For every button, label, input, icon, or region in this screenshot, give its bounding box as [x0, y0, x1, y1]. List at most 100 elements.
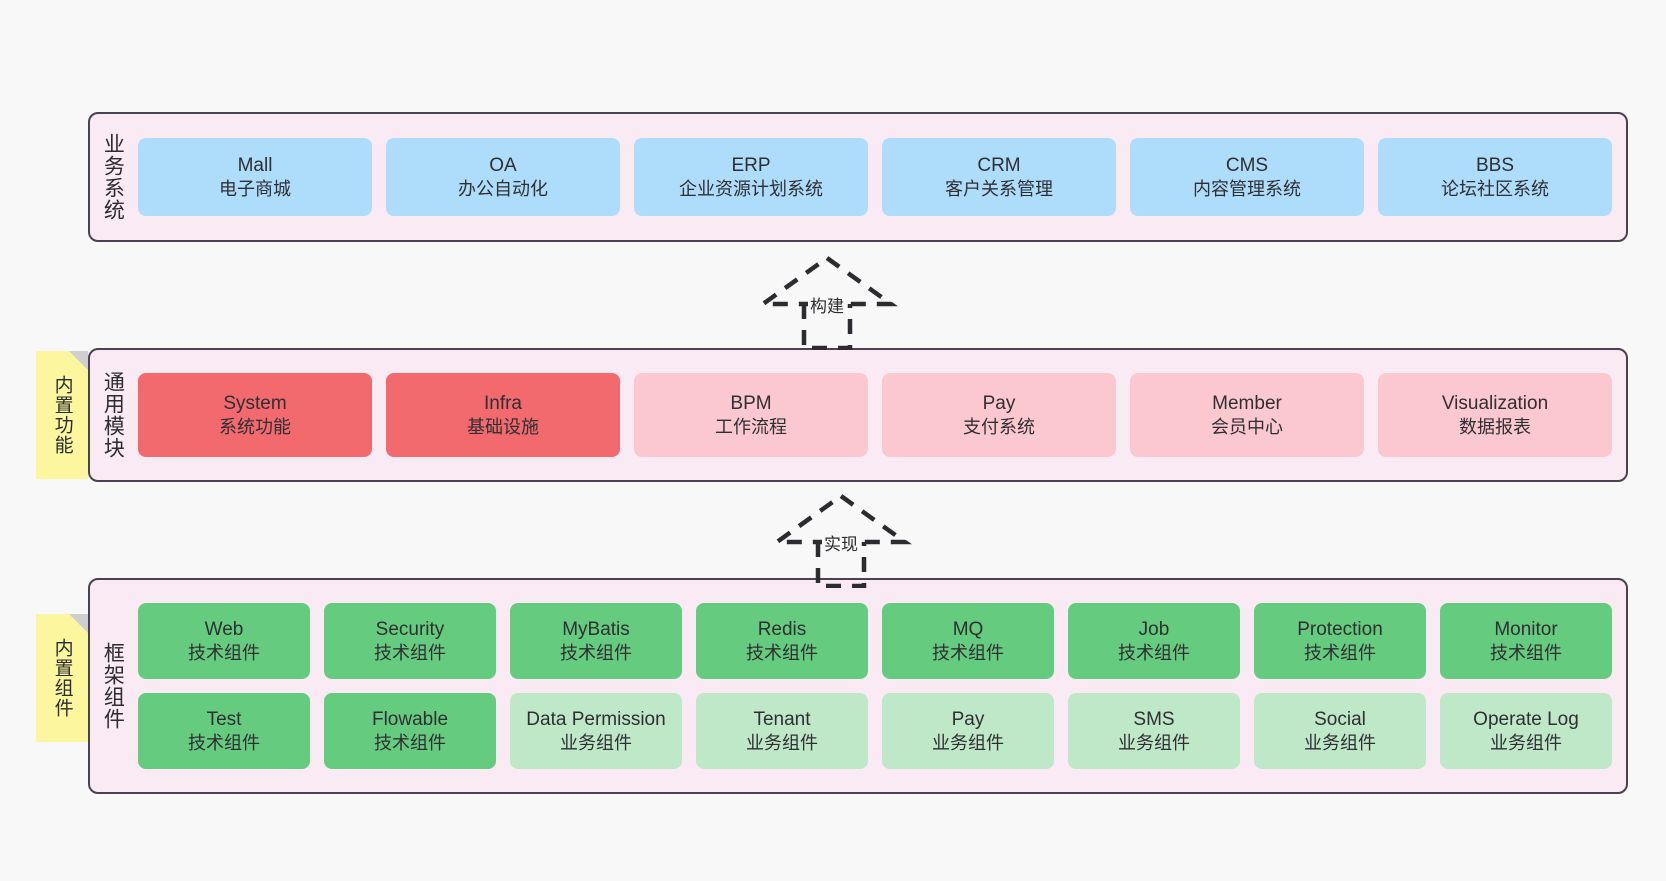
node-tenant[interactable]: Tenant 业务组件 — [696, 693, 868, 769]
node-crm[interactable]: CRM 客户关系管理 — [882, 138, 1116, 216]
node-title: Visualization — [1441, 393, 1549, 415]
node-title: BPM — [730, 393, 772, 415]
node-title: CMS — [1225, 155, 1269, 177]
node-subtitle: 业务组件 — [1118, 732, 1190, 753]
node-cms[interactable]: CMS 内容管理系统 — [1130, 138, 1364, 216]
connector-implement: 实现 — [766, 490, 916, 588]
layer-label-common-modules: 通用模块 — [101, 371, 125, 459]
node-web[interactable]: Web 技术组件 — [138, 603, 310, 679]
node-system[interactable]: System 系统功能 — [138, 373, 372, 457]
node-test[interactable]: Test 技术组件 — [138, 693, 310, 769]
node-social[interactable]: Social 业务组件 — [1254, 693, 1426, 769]
node-title: CRM — [977, 155, 1021, 177]
node-title: Pay — [951, 709, 985, 731]
layer-label-framework-components: 框架组件 — [101, 642, 125, 730]
node-subtitle: 业务组件 — [1304, 732, 1376, 753]
node-title: Mall — [237, 155, 273, 177]
node-title: Member — [1212, 393, 1282, 415]
node-title: System — [223, 393, 287, 415]
node-infra[interactable]: Infra 基础设施 — [386, 373, 620, 457]
node-subtitle: 业务组件 — [746, 732, 818, 753]
node-subtitle: 内容管理系统 — [1193, 178, 1301, 199]
node-title: BBS — [1475, 155, 1515, 177]
node-subtitle: 技术组件 — [746, 642, 818, 663]
layer-common-modules: 通用模块 System 系统功能 Infra 基础设施 BPM 工作流程 Pay — [88, 348, 1628, 482]
node-mall[interactable]: Mall 电子商城 — [138, 138, 372, 216]
node-sms[interactable]: SMS 业务组件 — [1068, 693, 1240, 769]
node-subtitle: 支付系统 — [963, 416, 1035, 437]
connector-build-label: 构建 — [808, 292, 846, 317]
node-mq[interactable]: MQ 技术组件 — [882, 603, 1054, 679]
node-flowable[interactable]: Flowable 技术组件 — [324, 693, 496, 769]
connector-build: 构建 — [752, 252, 902, 350]
node-redis[interactable]: Redis 技术组件 — [696, 603, 868, 679]
node-title: ERP — [731, 155, 771, 177]
node-title: Infra — [483, 393, 523, 415]
framework-business-row: Test 技术组件 Flowable 技术组件 Data Permission … — [138, 693, 1612, 769]
node-subtitle: 业务组件 — [1490, 732, 1562, 753]
node-pay-component[interactable]: Pay 业务组件 — [882, 693, 1054, 769]
node-subtitle: 技术组件 — [374, 642, 446, 663]
node-title: Social — [1314, 709, 1366, 731]
node-subtitle: 基础设施 — [467, 416, 539, 437]
node-subtitle: 技术组件 — [188, 732, 260, 753]
node-subtitle: 会员中心 — [1211, 416, 1283, 437]
node-data-permission[interactable]: Data Permission 业务组件 — [510, 693, 682, 769]
connector-implement-label: 实现 — [822, 530, 860, 555]
node-subtitle: 电子商城 — [219, 178, 291, 199]
node-oa[interactable]: OA 办公自动化 — [386, 138, 620, 216]
node-title: Data Permission — [526, 709, 666, 731]
node-subtitle: 数据报表 — [1459, 416, 1531, 437]
node-visualization[interactable]: Visualization 数据报表 — [1378, 373, 1612, 457]
node-pay-module[interactable]: Pay 支付系统 — [882, 373, 1116, 457]
node-member[interactable]: Member 会员中心 — [1130, 373, 1364, 457]
framework-tech-row: Web 技术组件 Security 技术组件 MyBatis 技术组件 Redi… — [138, 603, 1612, 679]
node-subtitle: 技术组件 — [374, 732, 446, 753]
node-title: Tenant — [753, 709, 811, 731]
node-title: Redis — [757, 619, 807, 641]
node-mybatis[interactable]: MyBatis 技术组件 — [510, 603, 682, 679]
node-subtitle: 客户关系管理 — [945, 178, 1053, 199]
node-title: Security — [375, 619, 445, 641]
node-subtitle: 业务组件 — [932, 732, 1004, 753]
node-title: MQ — [952, 619, 984, 641]
node-job[interactable]: Job 技术组件 — [1068, 603, 1240, 679]
node-title: Flowable — [371, 709, 449, 731]
note-label: 内置功能 — [51, 375, 73, 455]
business-node-row: Mall 电子商城 OA 办公自动化 ERP 企业资源计划系统 CRM 客户关系… — [138, 138, 1612, 216]
node-title: SMS — [1133, 709, 1175, 731]
node-erp[interactable]: ERP 企业资源计划系统 — [634, 138, 868, 216]
node-subtitle: 技术组件 — [1118, 642, 1190, 663]
node-subtitle: 技术组件 — [560, 642, 632, 663]
node-subtitle: 系统功能 — [219, 416, 291, 437]
layer-body-framework-components: Web 技术组件 Security 技术组件 MyBatis 技术组件 Redi… — [134, 580, 1626, 792]
node-subtitle: 技术组件 — [188, 642, 260, 663]
node-subtitle: 技术组件 — [932, 642, 1004, 663]
node-bpm[interactable]: BPM 工作流程 — [634, 373, 868, 457]
note-builtin-function: 内置功能 — [36, 351, 88, 479]
layer-body-business-system: Mall 电子商城 OA 办公自动化 ERP 企业资源计划系统 CRM 客户关系… — [134, 114, 1626, 240]
node-subtitle: 业务组件 — [560, 732, 632, 753]
node-subtitle: 工作流程 — [715, 416, 787, 437]
node-title: Protection — [1297, 619, 1383, 641]
node-title: Job — [1138, 619, 1170, 641]
node-subtitle: 企业资源计划系统 — [679, 178, 823, 199]
node-operate-log[interactable]: Operate Log 业务组件 — [1440, 693, 1612, 769]
node-title: Operate Log — [1473, 709, 1579, 731]
note-builtin-component: 内置组件 — [36, 614, 88, 742]
node-title: MyBatis — [562, 619, 630, 641]
node-security[interactable]: Security 技术组件 — [324, 603, 496, 679]
node-monitor[interactable]: Monitor 技术组件 — [1440, 603, 1612, 679]
node-subtitle: 办公自动化 — [458, 178, 548, 199]
node-subtitle: 技术组件 — [1490, 642, 1562, 663]
node-title: Pay — [982, 393, 1016, 415]
node-protection[interactable]: Protection 技术组件 — [1254, 603, 1426, 679]
layer-business-system: 业务系统 Mall 电子商城 OA 办公自动化 ERP 企业资源计划系统 CRM — [88, 112, 1628, 242]
framework-rows: Web 技术组件 Security 技术组件 MyBatis 技术组件 Redi… — [138, 589, 1612, 783]
node-subtitle: 技术组件 — [1304, 642, 1376, 663]
node-bbs[interactable]: BBS 论坛社区系统 — [1378, 138, 1612, 216]
layer-body-common-modules: System 系统功能 Infra 基础设施 BPM 工作流程 Pay 支付系统… — [134, 350, 1626, 480]
node-subtitle: 论坛社区系统 — [1441, 178, 1549, 199]
node-title: Monitor — [1494, 619, 1558, 641]
